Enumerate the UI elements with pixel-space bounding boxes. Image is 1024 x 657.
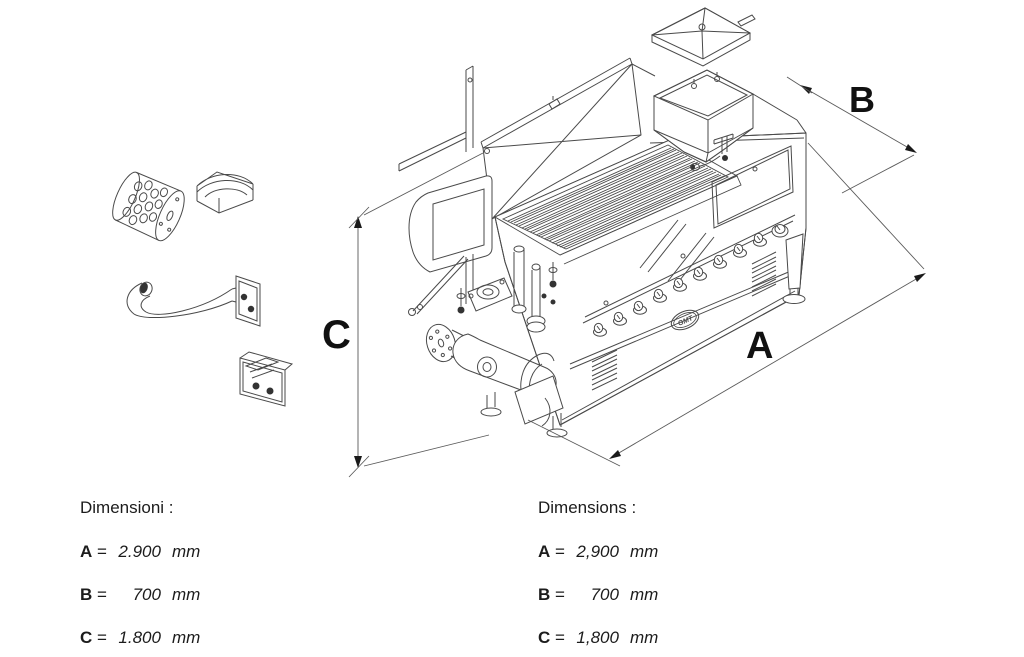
equals-sign: = (555, 542, 565, 561)
machine-legs (782, 233, 806, 304)
control-knob-row (593, 224, 789, 337)
equals-sign: = (97, 542, 107, 561)
dim-label: C (538, 628, 551, 647)
extruder-assembly (425, 245, 568, 438)
equals-sign: = (97, 585, 107, 604)
accessory-mounting-bracket (239, 351, 294, 407)
vent-slats-right (751, 251, 777, 297)
dim-label: A (80, 542, 93, 561)
equals-sign: = (555, 628, 565, 647)
dim-value: 1,800 (576, 628, 619, 647)
dimension-row-b-en: B= 700 mm (538, 585, 768, 605)
hopper-assembly (650, 7, 756, 171)
accessory-pipe-flange (126, 275, 261, 327)
grill-bolts (456, 262, 558, 314)
accessory-saddle-bracket (196, 171, 254, 214)
dimension-label-c: C (322, 313, 351, 357)
dim-value: 700 (590, 585, 619, 604)
dim-unit: mm (629, 585, 659, 604)
dimension-line-a (527, 142, 926, 467)
dimension-line-b (786, 76, 917, 194)
display-screen (408, 175, 493, 316)
main-dial (771, 224, 789, 238)
gear-box (467, 277, 513, 312)
hopper-valve (690, 133, 734, 171)
dimension-line-c (348, 152, 490, 478)
dimension-label-b: B (849, 79, 875, 120)
equals-sign: = (97, 628, 107, 647)
hopper-lid (650, 7, 756, 67)
grill-top (494, 138, 742, 265)
dim-unit: mm (629, 542, 659, 561)
vertical-pipes (511, 245, 556, 333)
back-wall-frame (398, 63, 807, 172)
dim-unit: mm (629, 628, 659, 647)
dimensions-title-it: Dimensioni : (80, 498, 174, 517)
equals-sign: = (555, 585, 565, 604)
die-plate-disc (425, 323, 457, 363)
dim-unit: mm (171, 585, 201, 604)
deck-and-side-panel (569, 145, 799, 370)
dimension-row-c-it: C= 1.800 mm (80, 628, 310, 648)
dim-value: 2,900 (576, 542, 619, 561)
machine-feet-left (480, 392, 568, 438)
accessory-perforated-drum (112, 171, 185, 242)
dim-unit: mm (171, 542, 201, 561)
dimension-row-b-it: B= 700 mm (80, 585, 310, 605)
dim-value: 1.800 (118, 628, 161, 647)
dimension-row-a-it: A= 2.900 mm (80, 542, 310, 562)
dimension-row-a-en: A= 2,900 mm (538, 542, 768, 562)
machine-open-lid (480, 57, 642, 220)
dimension-row-c-en: C= 1,800 mm (538, 628, 768, 648)
dim-unit: mm (171, 628, 201, 647)
vent-slats-left (591, 349, 618, 391)
dimension-label-a: A (746, 325, 774, 367)
dimensions-title-en: Dimensions : (538, 498, 637, 517)
dim-value: 700 (132, 585, 161, 604)
dim-value: 2.900 (118, 542, 161, 561)
dim-label: B (538, 585, 551, 604)
dim-label: A (538, 542, 551, 561)
dim-label: B (80, 585, 93, 604)
drip-tank (514, 375, 564, 427)
dim-label: C (80, 628, 93, 647)
